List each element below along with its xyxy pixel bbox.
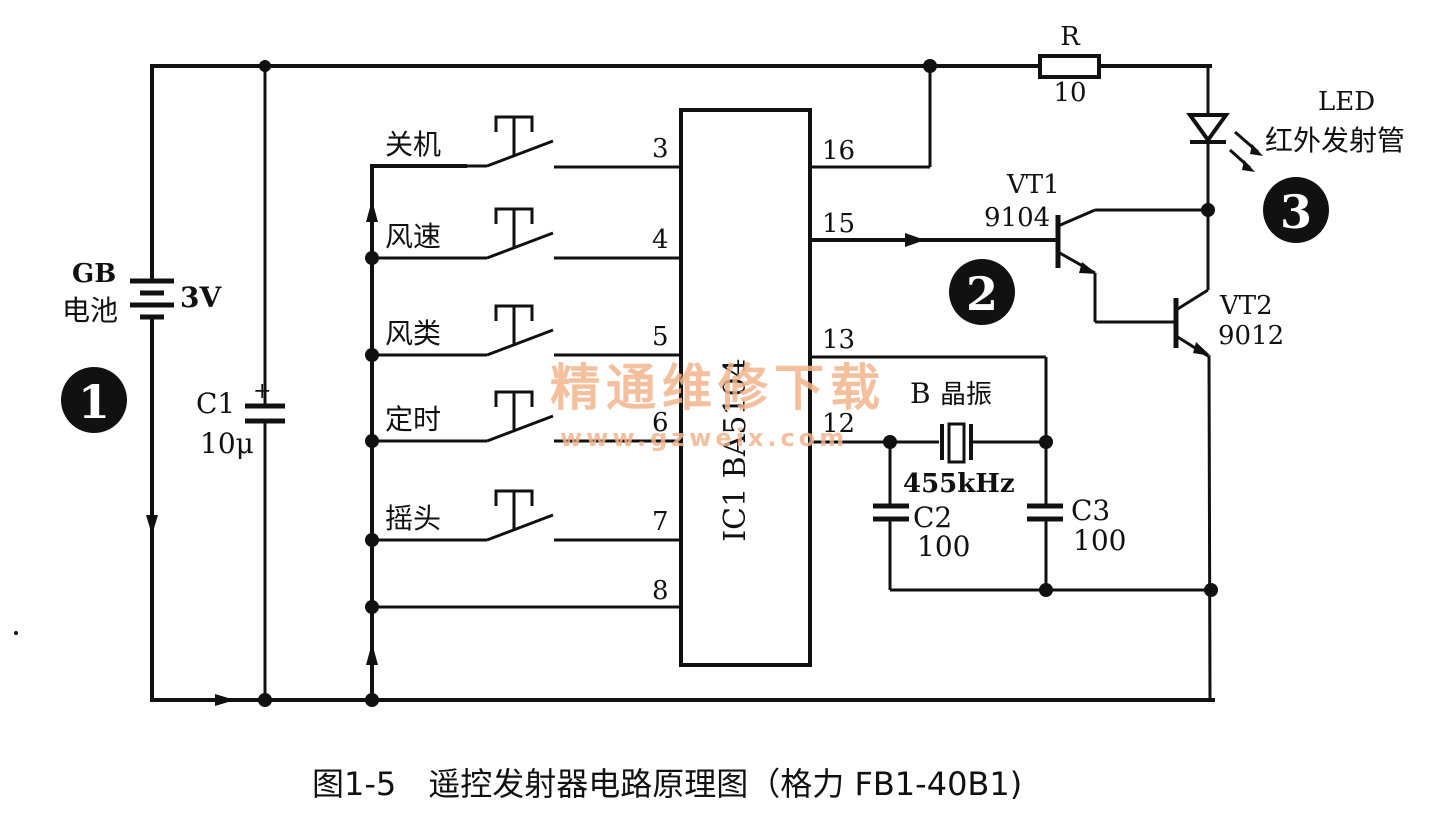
c1-branch xyxy=(245,60,285,707)
badge-1: 1 xyxy=(61,367,127,433)
vt1-part: 9104 xyxy=(984,203,1050,233)
crystal-ref: B xyxy=(910,377,931,410)
vt1-symbol xyxy=(1055,208,1208,324)
battery-branch xyxy=(130,64,235,706)
c3-ref: C3 xyxy=(1071,494,1110,527)
pin15-wire xyxy=(808,233,1058,247)
switch-label: 定时 xyxy=(385,403,441,436)
resistor-ref: R xyxy=(1060,22,1081,52)
pin-8-label: 8 xyxy=(652,576,669,606)
badge-2: 2 xyxy=(949,259,1015,325)
switch-label: 风类 xyxy=(385,317,441,350)
speck xyxy=(14,631,18,635)
vt1-ref: VT1 xyxy=(1006,170,1060,200)
pin-12-label: 12 xyxy=(822,409,855,439)
current-arrow-down-icon xyxy=(146,515,158,535)
current-arrow-up-icon xyxy=(366,200,378,222)
pin16-wire xyxy=(810,59,937,169)
ic-label: IC1 BA5104 xyxy=(718,358,753,542)
pin-15-label: 15 xyxy=(822,209,855,239)
resistor-value: 10 xyxy=(1053,78,1086,108)
crystal-name: 晶振 xyxy=(940,380,992,410)
watermark-url: www.gzweix.com xyxy=(560,424,848,452)
switch-label: 风速 xyxy=(385,220,441,253)
figure-caption: 图1-5 遥控发射器电路原理图（格力 FB1-40B1) xyxy=(312,765,1022,803)
crystal-symbol xyxy=(940,422,973,464)
current-arrow-up-icon xyxy=(366,643,378,665)
led-ref: LED xyxy=(1318,87,1375,117)
battery-ref: GB xyxy=(72,259,116,289)
crystal-frequency: 455kHz xyxy=(903,469,1015,499)
svg-text:1: 1 xyxy=(78,375,110,429)
led-name: 红外发射管 xyxy=(1265,124,1405,157)
vt2-ref: VT2 xyxy=(1219,291,1273,321)
pin-label: 6 xyxy=(652,408,669,438)
pin-13-label: 13 xyxy=(822,325,855,355)
vt2-symbol xyxy=(1173,288,1212,701)
watermark-title: 精通维修下载 xyxy=(550,359,886,417)
c3-value: 100 xyxy=(1073,524,1126,557)
c2-ref: C2 xyxy=(913,501,952,534)
led-symbol xyxy=(1186,113,1263,290)
switch-4: 定时 6 xyxy=(372,390,681,443)
battery-name: 电池 xyxy=(62,294,118,327)
svg-text:2: 2 xyxy=(966,267,998,321)
battery-symbol xyxy=(130,278,174,320)
battery-voltage: 3V xyxy=(180,281,222,314)
pin-label: 7 xyxy=(652,507,669,537)
switch-5: 摇头 7 xyxy=(372,489,681,542)
c2-value: 100 xyxy=(917,530,970,563)
pin-label: 5 xyxy=(652,322,669,352)
switch-label: 摇头 xyxy=(385,502,441,535)
ic-box xyxy=(679,108,812,667)
svg-text:3: 3 xyxy=(1280,185,1312,239)
c1-value: 10μ xyxy=(200,427,254,460)
pin-16-label: 16 xyxy=(822,136,855,166)
badge-3: 3 xyxy=(1263,177,1329,243)
resistor-symbol xyxy=(1038,54,1101,79)
switch-2: 风速 4 xyxy=(372,207,681,260)
c1-ref: C1 xyxy=(196,387,235,420)
pin-label: 4 xyxy=(652,225,669,255)
switch-3: 风类 5 xyxy=(372,304,681,357)
c1-polarity: + xyxy=(253,379,271,404)
pin-label: 3 xyxy=(652,134,669,164)
switch-label: 关机 xyxy=(385,128,441,161)
switch-1: 关机 3 xyxy=(385,115,681,169)
vt2-part: 9012 xyxy=(1218,321,1284,351)
current-arrow-right-icon xyxy=(215,694,235,706)
output-stage xyxy=(1055,66,1263,701)
